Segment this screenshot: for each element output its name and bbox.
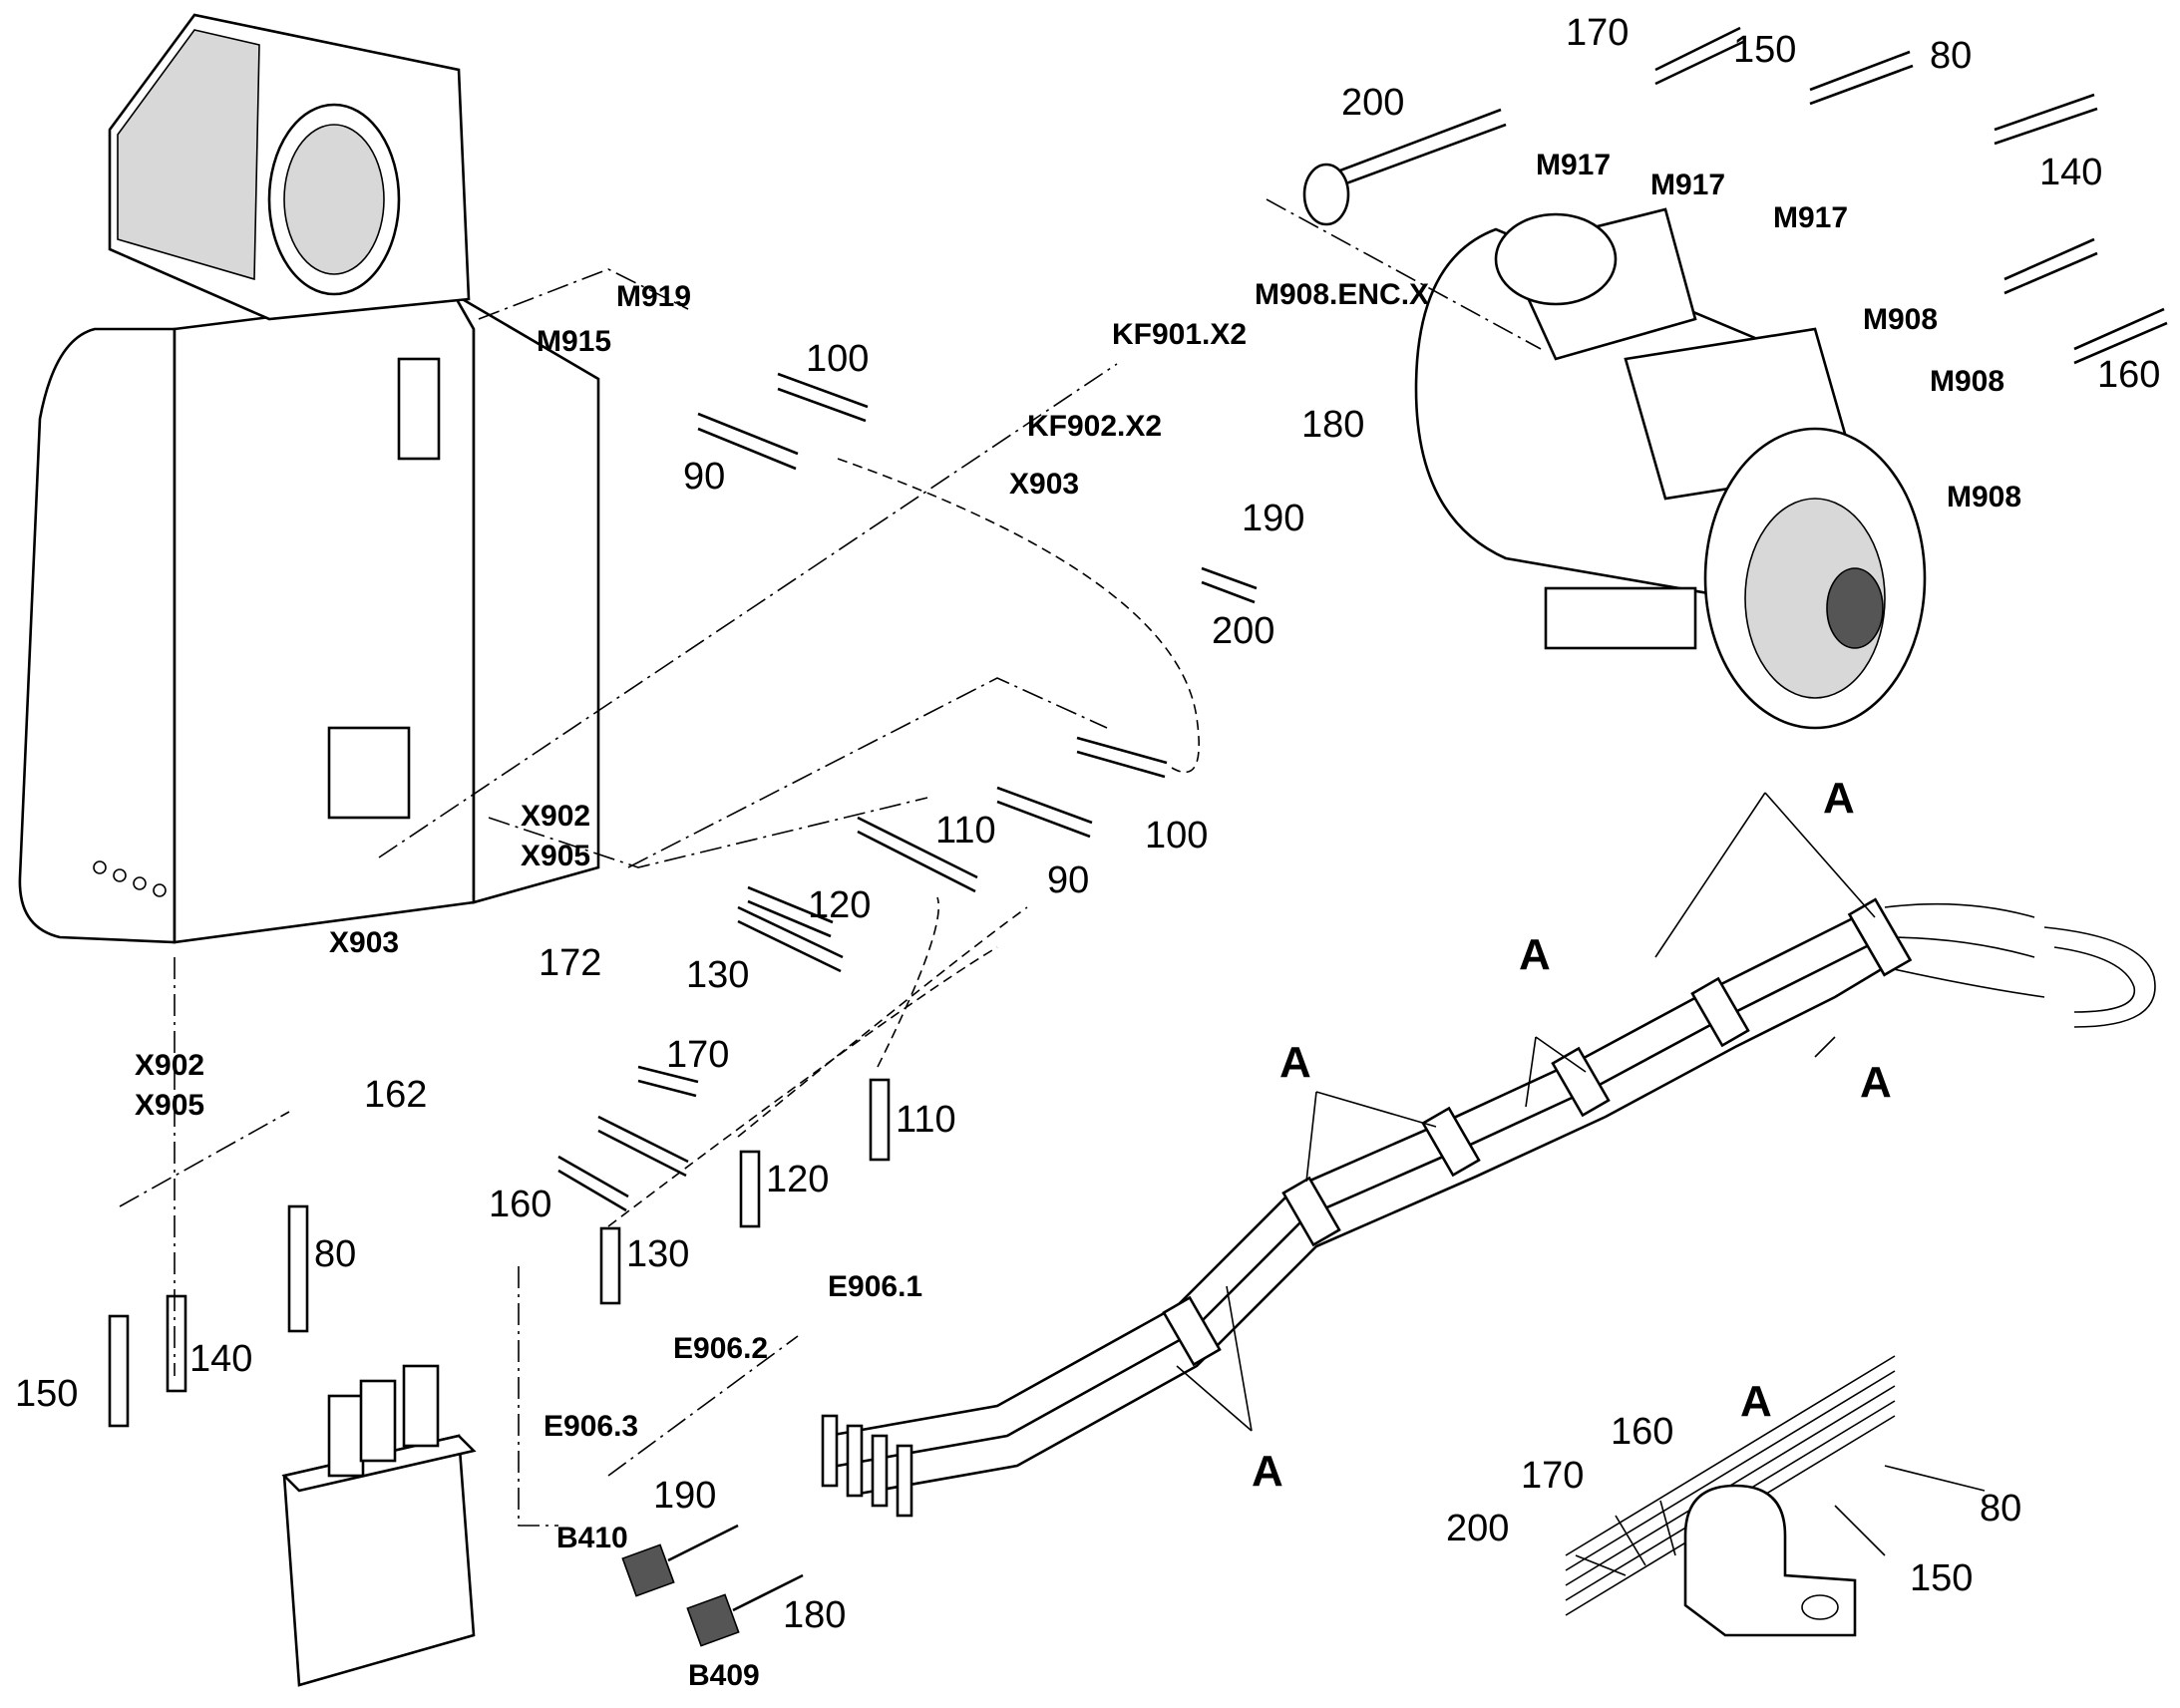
label-m919: M919 [616, 280, 691, 313]
label-150-left: 150 [15, 1373, 78, 1415]
label-x902-a: X902 [521, 800, 590, 833]
label-m908-enc: M908.ENC.X [1255, 278, 1429, 311]
label-200-detail: 200 [1446, 1508, 1509, 1549]
label-e906-1: E906.1 [828, 1270, 922, 1303]
label-190-sensor: 190 [653, 1475, 716, 1517]
label-140-top: 140 [2039, 152, 2102, 193]
label-170-top: 170 [1566, 12, 1629, 54]
tray-end-lugs [821, 1414, 913, 1518]
label-kf901: KF901.X2 [1112, 318, 1247, 351]
label-110-mid: 110 [935, 810, 996, 852]
label-m917-c: M917 [1773, 201, 1848, 234]
label-110-lug: 110 [896, 1099, 956, 1141]
label-90-upper: 90 [683, 456, 725, 498]
label-m908-motor: M908 [1947, 481, 2021, 513]
marker-a-5: A [1252, 1447, 1283, 1496]
label-160-top: 160 [2097, 354, 2160, 396]
cables [108, 26, 2168, 1428]
label-e906-3: E906.3 [544, 1410, 638, 1443]
label-m917-b: M917 [1650, 169, 1725, 201]
label-150-top: 150 [1733, 29, 1796, 71]
label-80-detail: 80 [1980, 1488, 2021, 1530]
marker-a-4: A [1279, 1038, 1311, 1087]
label-m915: M915 [537, 325, 611, 358]
label-x903-top: X903 [1009, 468, 1079, 501]
label-180-sensor: 180 [783, 1594, 846, 1636]
label-b409: B409 [688, 1659, 760, 1692]
marker-a-6: A [1740, 1377, 1772, 1426]
label-130-mid: 130 [686, 954, 749, 996]
label-160-detail: 160 [1611, 1411, 1673, 1453]
label-200-mid: 200 [1212, 610, 1274, 652]
sensor-connectors [621, 1524, 804, 1647]
capacitor-unit [281, 1364, 477, 1687]
marker-a-3: A [1860, 1058, 1892, 1107]
label-x903-mid: X903 [329, 926, 399, 959]
label-172: 172 [539, 942, 601, 984]
label-160-mid: 160 [489, 1184, 551, 1225]
label-190-upper: 190 [1242, 498, 1304, 539]
cable-tray [821, 897, 2156, 1518]
label-180-upper: 180 [1301, 404, 1364, 446]
label-120-mid: 120 [808, 884, 871, 926]
label-130-lug: 130 [626, 1233, 689, 1275]
control-cabinet [18, 13, 600, 944]
label-170-mid: 170 [666, 1034, 729, 1076]
label-e906-2: E906.2 [673, 1332, 768, 1365]
cabinet-holes [93, 860, 167, 897]
label-80-top: 80 [1930, 35, 1972, 77]
label-80-left: 80 [314, 1233, 356, 1275]
marker-a-1: A [1823, 774, 1855, 823]
tray-clamps [1162, 897, 1913, 1367]
label-140-left: 140 [189, 1338, 252, 1380]
label-b410: B410 [556, 1522, 628, 1554]
label-90-lower: 90 [1047, 859, 1089, 901]
label-100-lower: 100 [1145, 815, 1208, 856]
label-100-upper: 100 [806, 338, 869, 380]
label-170-detail: 170 [1521, 1455, 1584, 1497]
label-x905-a: X905 [521, 840, 590, 872]
label-120-lug: 120 [766, 1159, 829, 1200]
label-162: 162 [364, 1074, 427, 1116]
label-x902-b: X902 [135, 1049, 204, 1082]
label-x905-b: X905 [135, 1089, 204, 1122]
motor-m908 [1414, 207, 1927, 730]
label-kf902: KF902.X2 [1027, 410, 1162, 443]
label-m908-b: M908 [1930, 365, 2004, 398]
detail-a-clamp [1565, 1355, 1896, 1637]
marker-a-2: A [1519, 930, 1551, 979]
label-200-top: 200 [1341, 82, 1404, 124]
label-150-detail: 150 [1910, 1557, 1973, 1599]
label-m917-a: M917 [1536, 149, 1611, 181]
leader-lines [119, 198, 1986, 1576]
label-m908-a: M908 [1863, 303, 1938, 336]
